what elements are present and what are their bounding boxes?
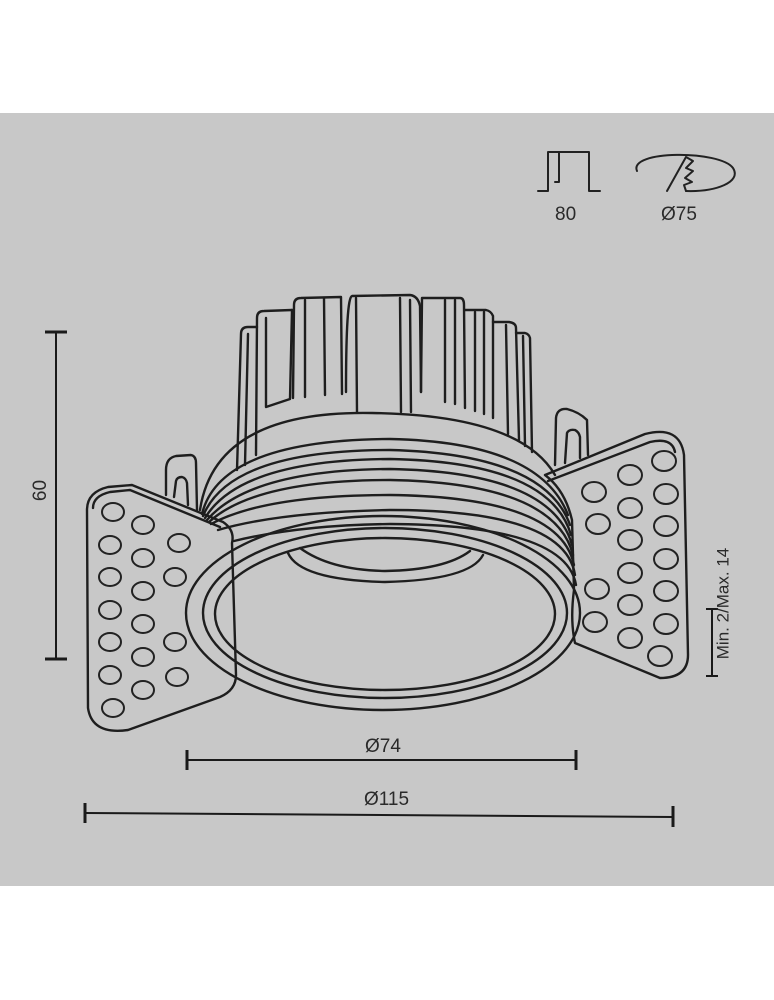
cutout-diameter-icon [635, 153, 736, 193]
outer-diameter-label: Ø115 [364, 789, 410, 810]
cutout-diameter-label: Ø75 [661, 204, 697, 225]
cutout-depth-icon [537, 151, 601, 192]
left-bracket-holes [98, 502, 191, 718]
right-spring-clip [553, 407, 590, 467]
right-bracket [543, 430, 690, 680]
height-label: 60 [30, 479, 52, 502]
ceiling-thickness-dimension [706, 608, 718, 677]
inner-diameter-dimension [185, 750, 578, 770]
cutout-depth-label: 80 [555, 204, 577, 225]
outer-diameter-dimension [83, 803, 675, 827]
ceiling-thickness-label: Min. 2/Max. 14 [713, 547, 733, 660]
heat-sink [235, 293, 534, 472]
height-dimension [45, 330, 67, 661]
drawing-panel [0, 113, 774, 886]
left-spring-clip [164, 453, 199, 512]
threaded-collar [198, 411, 578, 587]
trim-rings [184, 514, 582, 712]
right-bracket-holes [581, 450, 679, 667]
inner-diameter-label: Ø74 [365, 736, 401, 757]
left-bracket [85, 483, 238, 732]
